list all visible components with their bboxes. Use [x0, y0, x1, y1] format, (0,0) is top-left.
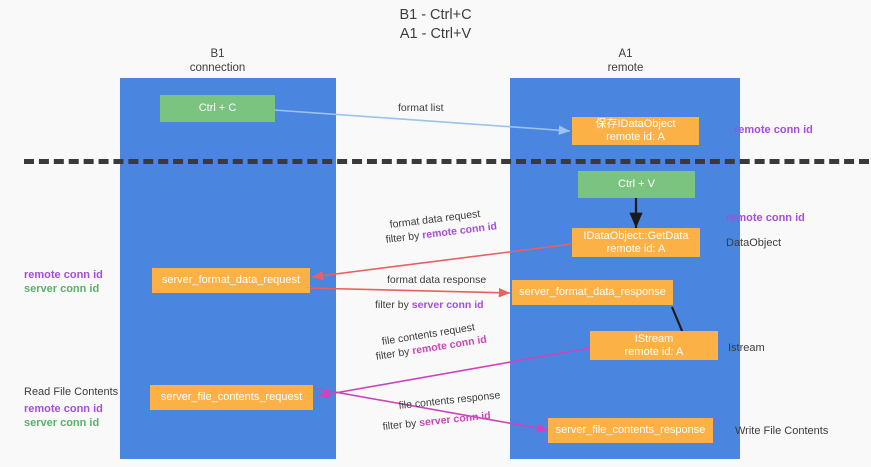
annotation-dataobject: DataObject — [726, 237, 782, 249]
box-server-file-contents-request[interactable]: server_file_contents_request — [150, 385, 313, 410]
annotation-left-remote-conn-id-2: remote conn id — [24, 403, 103, 415]
box-server-format-data-response[interactable]: server_format_data_response — [512, 280, 673, 305]
column-header-b1: B1 connection — [189, 48, 246, 74]
filter-key-server-conn-id: server conn id — [411, 299, 484, 311]
box-server-format-data-request[interactable]: server_format_data_request — [152, 268, 310, 293]
annotation-left-remote-conn-id-1: remote conn id — [24, 269, 103, 281]
edge-label-format-data-response: format data response — [387, 274, 487, 286]
box-istream[interactable]: IStream remote id: A — [590, 331, 718, 360]
edge-label-file-contents-response: file contents response — [398, 389, 501, 412]
annotation-left-server-conn-id-1: server conn id — [24, 283, 100, 295]
filter-prefix: filter by — [375, 299, 412, 311]
box-idataobject-getdata[interactable]: IDataObject::GetData remote id: A — [572, 228, 700, 257]
annotation-write-file-contents: Write File Contents — [735, 425, 829, 437]
annotation-istream: Istream — [728, 342, 765, 354]
annotation-remote-conn-id-top: remote conn id — [734, 124, 813, 136]
filter-prefix: filter by — [375, 345, 414, 363]
filter-prefix: filter by — [385, 229, 423, 246]
section-divider — [24, 159, 869, 164]
column-header-a1: A1 remote — [607, 48, 644, 74]
box-save-idataobject[interactable]: 保存IDataObject remote id: A — [572, 117, 699, 145]
annotation-read-file-contents: Read File Contents — [24, 386, 119, 398]
box-ctrl-v[interactable]: Ctrl + V — [578, 171, 695, 198]
filter-prefix: filter by — [382, 417, 420, 433]
annotation-left-server-conn-id-2: server conn id — [24, 417, 100, 429]
box-ctrl-c[interactable]: Ctrl + C — [160, 95, 275, 122]
edge-format-data-response — [306, 287, 511, 298]
annotation-remote-conn-id-mid: remote conn id — [726, 212, 805, 224]
box-server-file-contents-response[interactable]: server_file_contents_response — [548, 418, 713, 443]
diagram-title: B1 - Ctrl+C A1 - Ctrl+V — [399, 7, 472, 42]
edge-label-format-list: format list — [398, 102, 444, 114]
edge-label-file-contents-response-filter: filter by server conn id — [382, 410, 491, 433]
edge-label-format-data-response-filter: filter by server conn id — [375, 299, 484, 311]
filter-key-server-conn-id: server conn id — [418, 409, 492, 430]
